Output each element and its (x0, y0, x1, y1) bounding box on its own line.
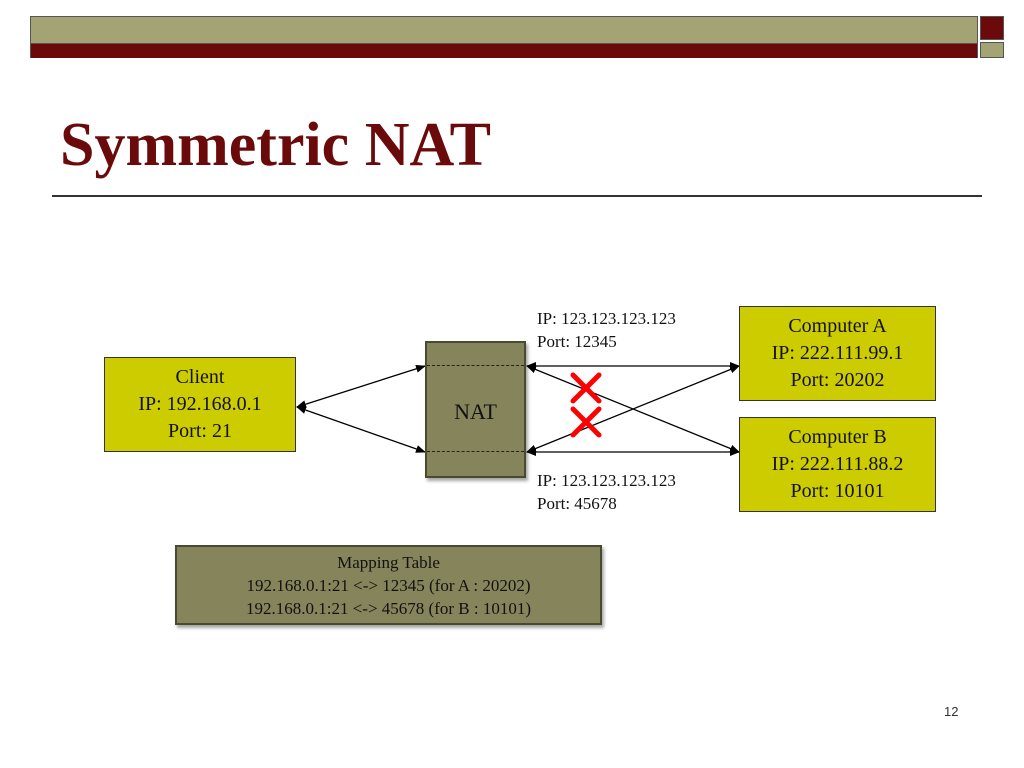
nat-top-ip: IP: 123.123.123.123 (537, 309, 676, 328)
client-ip: IP: 192.168.0.1 (138, 393, 262, 415)
mapping-table-title: Mapping Table (337, 552, 440, 572)
page-number: 12 (944, 704, 959, 719)
title-divider (52, 195, 982, 197)
arrow-client-nat-top (296, 364, 426, 409)
header-band-maroon (31, 44, 977, 58)
computer-a-box: Computer A IP: 222.111.99.1 Port: 20202 (739, 306, 936, 401)
computer-a-name: Computer A (788, 315, 887, 337)
client-port: Port: 21 (168, 420, 232, 442)
client-name: Client (175, 366, 225, 388)
header-band (30, 16, 978, 58)
nat-dashed-line-bottom (427, 451, 524, 452)
mapping-table: Mapping Table 192.168.0.1:21 <-> 12345 (… (175, 545, 602, 625)
nat-dashed-line-top (427, 365, 524, 366)
nat-bottom-mapping-label: IP: 123.123.123.123 Port: 45678 (537, 469, 676, 515)
computer-b-box: Computer B IP: 222.111.88.2 Port: 10101 (739, 417, 936, 512)
nat-bottom-port: Port: 45678 (537, 494, 617, 513)
header-corner-maroon (980, 16, 1004, 40)
nat-label: NAT (454, 399, 497, 424)
mapping-table-row: 192.168.0.1:21 <-> 45678 (for B : 10101) (245, 598, 531, 618)
arrow-blocked-to-computer-a (526, 365, 740, 453)
computer-b-port: Port: 10101 (790, 480, 885, 502)
computer-a-ip: IP: 222.111.99.1 (771, 342, 904, 364)
slide-title: Symmetric NAT (60, 111, 492, 179)
blocked-x-icon (570, 372, 602, 404)
computer-b-name: Computer B (788, 426, 887, 448)
blocked-x-icon (570, 406, 602, 438)
client-box: Client IP: 192.168.0.1 Port: 21 (104, 357, 296, 452)
nat-box: NAT (425, 341, 526, 478)
nat-bottom-ip: IP: 123.123.123.123 (537, 471, 676, 490)
header-band-olive (31, 17, 977, 44)
arrow-client-nat-bottom (296, 406, 426, 453)
nat-top-mapping-label: IP: 123.123.123.123 Port: 12345 (537, 307, 676, 353)
mapping-table-row: 192.168.0.1:21 <-> 12345 (for A : 20202) (246, 575, 531, 595)
nat-top-port: Port: 12345 (537, 332, 617, 351)
computer-a-port: Port: 20202 (790, 369, 885, 391)
computer-b-ip: IP: 222.111.88.2 (771, 453, 904, 475)
header-corner-olive (980, 42, 1004, 58)
